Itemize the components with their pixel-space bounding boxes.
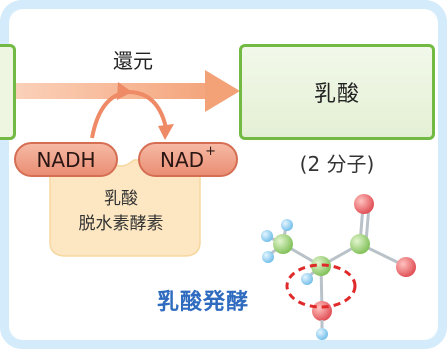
oxygen-atom xyxy=(312,301,332,321)
hydrogen-atom xyxy=(316,328,328,340)
enzyme-label-line1: 乳酸 xyxy=(104,189,138,209)
nad-charge: + xyxy=(205,144,216,159)
cofactor-curved-arrow xyxy=(90,82,174,140)
reduction-label: 還元 xyxy=(113,49,153,73)
hydrogen-atom xyxy=(262,251,274,263)
hydrogen-atom xyxy=(281,219,293,231)
carbon-atom xyxy=(273,234,293,254)
hydrogen-atom xyxy=(261,230,273,242)
reaction-site-highlight xyxy=(285,263,357,309)
process-label: 乳酸発酵 xyxy=(157,290,250,315)
product-count: (2 分子) xyxy=(299,152,375,176)
product-name: 乳酸 xyxy=(313,82,360,107)
oxygen-atom xyxy=(354,194,374,214)
substrate-box xyxy=(0,44,16,140)
oxygen-atom xyxy=(396,257,416,277)
nadh-label: NADH xyxy=(36,147,96,172)
carbon-atom xyxy=(350,234,370,254)
product-box: 乳酸 xyxy=(239,44,435,140)
nad-pill: NAD+ xyxy=(138,142,238,177)
nad-label: NAD xyxy=(160,147,205,172)
hydrogen-atom xyxy=(301,273,313,285)
enzyme-label-line2: 脱水素酵素 xyxy=(78,214,164,234)
carbon-atom xyxy=(311,256,331,276)
reduction-arrow xyxy=(10,70,240,112)
nadh-pill: NADH xyxy=(14,142,118,177)
enzyme-label: 乳酸 脱水素酵素 xyxy=(60,187,182,237)
